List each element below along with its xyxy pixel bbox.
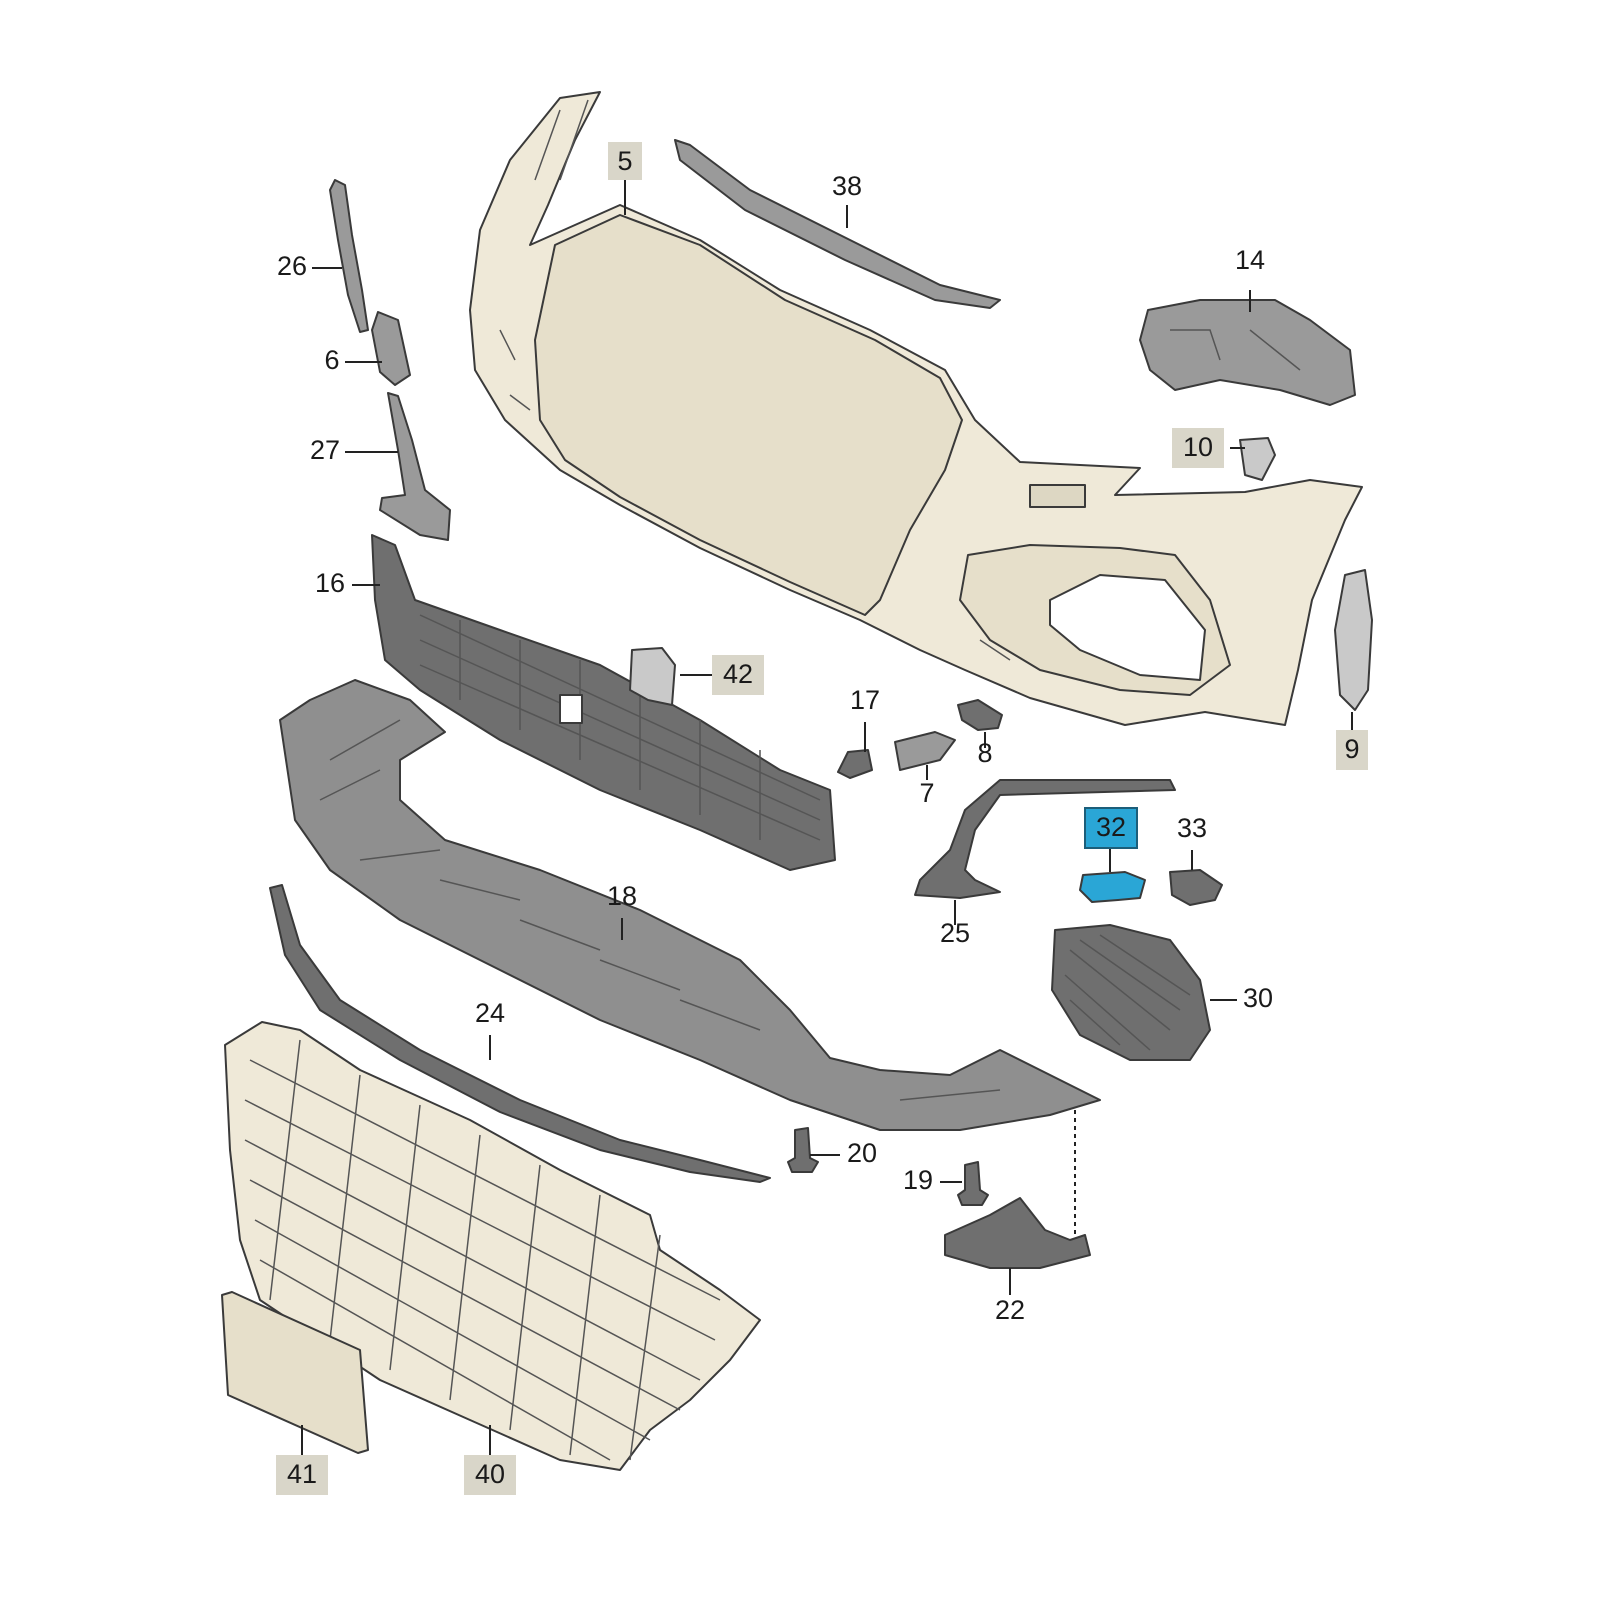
callout-18[interactable]: 18 bbox=[607, 881, 637, 911]
part-32-sensor-housing[interactable] bbox=[1079, 871, 1146, 903]
part-27-bracket[interactable] bbox=[379, 392, 451, 541]
part-6-cap[interactable] bbox=[371, 311, 411, 386]
callout-16-text: 16 bbox=[315, 568, 345, 598]
callout-5-text: 5 bbox=[617, 146, 632, 176]
callout-19[interactable]: 19 bbox=[903, 1165, 933, 1195]
part-5-bumper-cover[interactable] bbox=[469, 91, 1363, 726]
callout-10-box bbox=[1172, 428, 1224, 468]
part-8-clip[interactable] bbox=[957, 699, 1003, 731]
callout-38[interactable]: 38 bbox=[832, 171, 862, 201]
callout-32-box bbox=[1084, 807, 1138, 849]
leader-lines bbox=[301, 180, 1353, 1455]
callout-16[interactable]: 16 bbox=[315, 568, 345, 598]
callout-6[interactable]: 6 bbox=[324, 345, 339, 375]
callout-20-text: 20 bbox=[847, 1138, 877, 1168]
callout-9-box bbox=[1336, 730, 1368, 770]
callout-27[interactable]: 27 bbox=[310, 435, 340, 465]
callout-25-text: 25 bbox=[940, 918, 970, 948]
part-24-lip-strip[interactable] bbox=[269, 884, 771, 1183]
callout-labels: 5 38 26 6 27 14 10 16 42 17 bbox=[276, 142, 1368, 1495]
callout-17-text: 17 bbox=[850, 685, 880, 715]
callout-7[interactable]: 7 bbox=[919, 778, 934, 808]
callout-22[interactable]: 22 bbox=[995, 1295, 1025, 1325]
part-14-side-bracket[interactable] bbox=[1139, 299, 1356, 406]
callout-26[interactable]: 26 bbox=[277, 251, 307, 281]
callout-19-text: 19 bbox=[903, 1165, 933, 1195]
part-18-lower-tray[interactable] bbox=[279, 679, 1101, 1131]
callout-32[interactable]: 32 bbox=[1084, 807, 1138, 849]
part-25-fog-trim[interactable] bbox=[914, 779, 1176, 899]
callout-40[interactable]: 40 bbox=[464, 1455, 516, 1495]
callout-14-text: 14 bbox=[1235, 245, 1265, 275]
part-16-grille-frame[interactable] bbox=[371, 534, 836, 871]
callout-24[interactable]: 24 bbox=[475, 998, 505, 1028]
part-30-fog-grille[interactable] bbox=[1051, 924, 1211, 1061]
callout-7-text: 7 bbox=[919, 778, 934, 808]
callout-42-text: 42 bbox=[723, 659, 753, 689]
callout-33[interactable]: 33 bbox=[1177, 813, 1207, 843]
callout-6-text: 6 bbox=[324, 345, 339, 375]
callout-33-text: 33 bbox=[1177, 813, 1207, 843]
callout-42-box bbox=[712, 655, 764, 695]
callout-10[interactable]: 10 bbox=[1172, 428, 1224, 468]
part-10-clip[interactable] bbox=[1239, 437, 1276, 481]
callout-41-text: 41 bbox=[287, 1459, 317, 1489]
part-17-screw[interactable] bbox=[837, 749, 873, 779]
callout-42[interactable]: 42 bbox=[712, 655, 764, 695]
part-33-clip[interactable] bbox=[1169, 869, 1223, 906]
callout-9-text: 9 bbox=[1344, 734, 1359, 764]
callout-24-text: 24 bbox=[475, 998, 505, 1028]
part-20-bolt[interactable] bbox=[787, 1127, 819, 1173]
callout-20[interactable]: 20 bbox=[847, 1138, 877, 1168]
callout-32-text: 32 bbox=[1096, 812, 1126, 842]
callout-27-text: 27 bbox=[310, 435, 340, 465]
callout-25[interactable]: 25 bbox=[940, 918, 970, 948]
part-26-side-bracket[interactable] bbox=[329, 179, 369, 333]
callout-38-text: 38 bbox=[832, 171, 862, 201]
callout-8-text: 8 bbox=[977, 738, 992, 768]
part-42-plate[interactable] bbox=[629, 647, 676, 706]
callout-18-text: 18 bbox=[607, 881, 637, 911]
callout-30[interactable]: 30 bbox=[1243, 983, 1273, 1013]
callout-14[interactable]: 14 bbox=[1235, 245, 1265, 275]
callout-40-box bbox=[464, 1455, 516, 1495]
part-41-plate-holder[interactable] bbox=[221, 1291, 369, 1454]
part-38-upper-trim[interactable] bbox=[674, 139, 1001, 309]
callout-40-text: 40 bbox=[475, 1459, 505, 1489]
callout-41-box bbox=[276, 1455, 328, 1495]
callout-8[interactable]: 8 bbox=[977, 738, 992, 768]
callout-9[interactable]: 9 bbox=[1336, 730, 1368, 770]
part-22-corner-bracket[interactable] bbox=[944, 1197, 1091, 1269]
part-19-bolt[interactable] bbox=[957, 1161, 989, 1206]
callout-41[interactable]: 41 bbox=[276, 1455, 328, 1495]
callout-10-text: 10 bbox=[1183, 432, 1213, 462]
part-9-side-strip[interactable] bbox=[1334, 569, 1373, 711]
callout-5-box bbox=[608, 142, 642, 180]
part-7-cover[interactable] bbox=[894, 731, 956, 771]
callout-5[interactable]: 5 bbox=[608, 142, 642, 180]
callout-22-text: 22 bbox=[995, 1295, 1025, 1325]
callout-30-text: 30 bbox=[1243, 983, 1273, 1013]
callout-17[interactable]: 17 bbox=[850, 685, 880, 715]
callout-26-text: 26 bbox=[277, 251, 307, 281]
